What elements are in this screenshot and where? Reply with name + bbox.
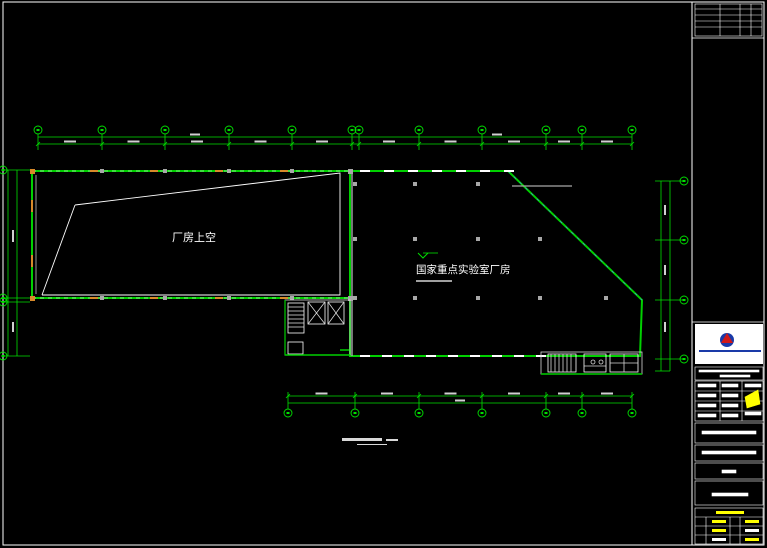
bottom-axis-bubble xyxy=(627,408,637,418)
top-axis-bubble xyxy=(287,125,297,135)
right-dimension-chain xyxy=(655,180,684,372)
company-name-bar xyxy=(699,350,761,352)
right-axis-bubble xyxy=(679,295,689,305)
signoff-table xyxy=(694,507,764,545)
logo-emblem-icon xyxy=(720,333,734,347)
top-axis-bubble xyxy=(414,125,424,135)
plan-caption xyxy=(342,438,398,445)
left-axis-bubble xyxy=(0,351,8,361)
right-axis-bubble xyxy=(679,354,689,364)
top-axis-bubble xyxy=(627,125,637,135)
left-axis-bubble xyxy=(0,165,8,175)
right-axis-bubbles xyxy=(679,176,689,364)
stair-icon-2 xyxy=(550,354,572,372)
lab-label: 国家重点实验室厂房 xyxy=(416,263,511,276)
dimension-values xyxy=(12,133,666,402)
atrium-void-outline xyxy=(42,172,341,296)
project-info-rows xyxy=(694,366,764,422)
top-axis-bubble xyxy=(224,125,234,135)
bottom-dimension-chain xyxy=(285,392,635,409)
top-axis-bubble xyxy=(347,125,357,135)
revision-table xyxy=(694,3,763,37)
lab-block: 国家重点实验室厂房 xyxy=(340,170,644,357)
title-block xyxy=(692,3,764,545)
bottom-axis-bubbles xyxy=(283,408,637,418)
stair-icon xyxy=(288,306,304,328)
toilet-icon xyxy=(584,359,606,367)
structural-columns xyxy=(30,169,608,301)
bottom-axis-bubble xyxy=(541,408,551,418)
top-axis-bubble xyxy=(354,125,364,135)
top-axis-bubble xyxy=(97,125,107,135)
elevation-marker-icon xyxy=(417,252,429,259)
top-axis-bubble xyxy=(477,125,487,135)
bottom-axis-bubble xyxy=(414,408,424,418)
left-axis-bubbles xyxy=(0,165,8,361)
top-axis-bubble xyxy=(33,125,43,135)
top-axis-bubble xyxy=(160,125,170,135)
elevator-icon xyxy=(307,301,326,325)
atrium-block: 厂房上空 xyxy=(31,170,351,299)
bottom-axis-bubble xyxy=(477,408,487,418)
top-axis-bubbles xyxy=(33,125,637,135)
left-axis-bubble xyxy=(0,297,8,307)
right-axis-bubble xyxy=(679,235,689,245)
service-core xyxy=(540,351,643,375)
top-axis-bubble xyxy=(541,125,551,135)
bottom-axis-bubble xyxy=(350,408,360,418)
bottom-axis-bubble xyxy=(577,408,587,418)
top-axis-bubble xyxy=(577,125,587,135)
bottom-axis-bubble xyxy=(283,408,293,418)
left-dimension-chain xyxy=(3,169,30,357)
right-axis-bubble xyxy=(679,176,689,186)
stair-core xyxy=(284,299,351,356)
top-dimension-chain xyxy=(35,134,635,150)
atrium-label: 厂房上空 xyxy=(172,230,216,244)
drawing-title-rows xyxy=(694,422,764,506)
